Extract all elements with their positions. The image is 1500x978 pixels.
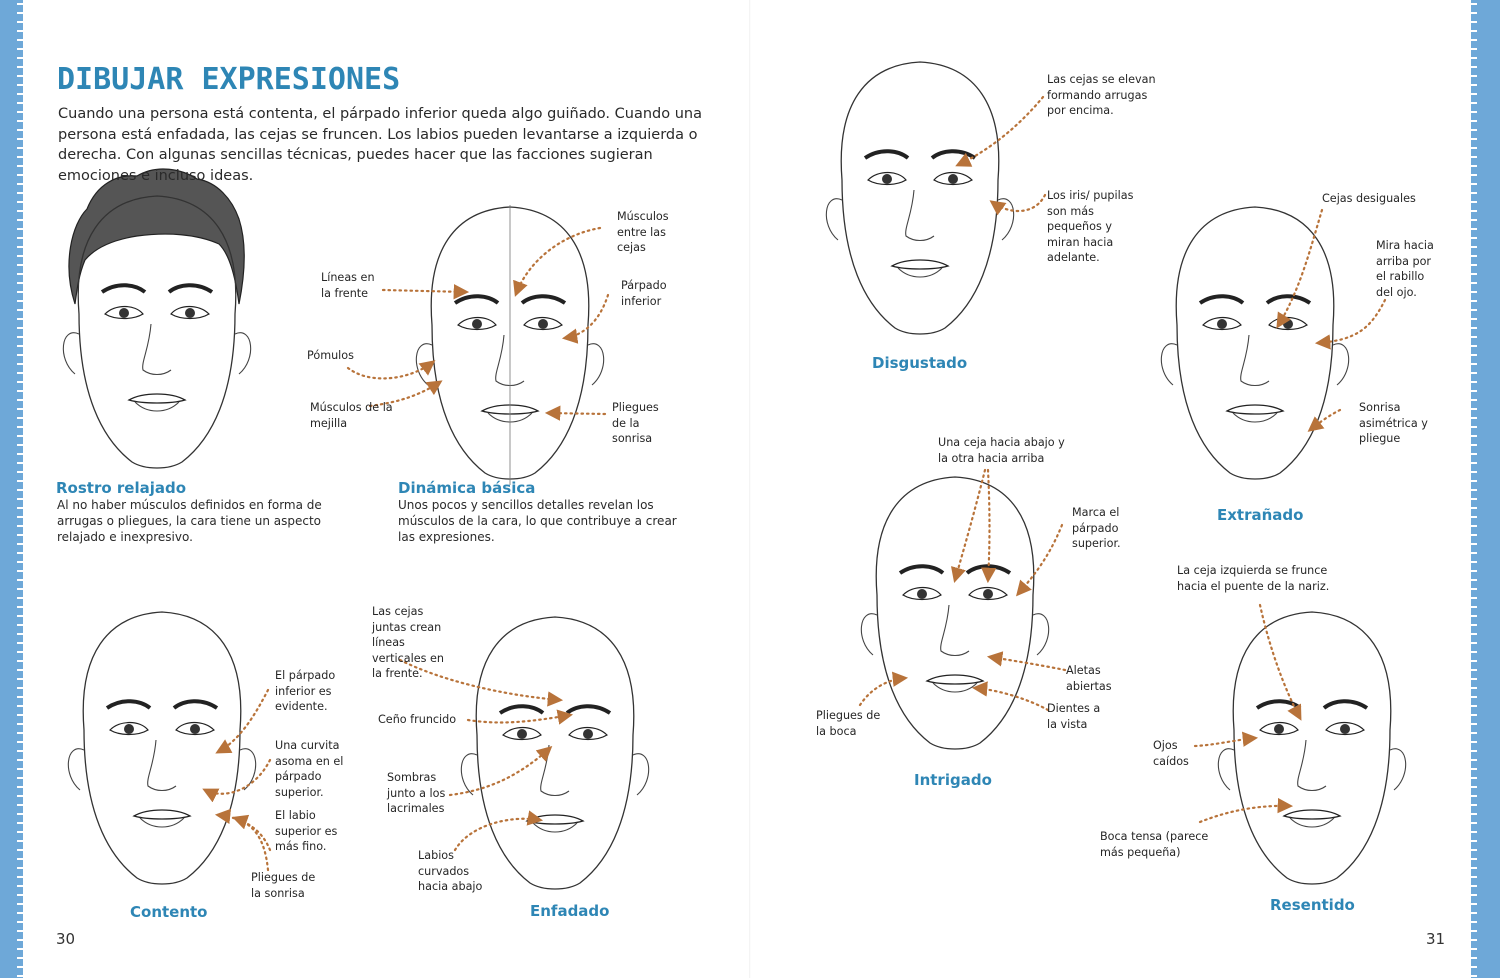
caption-intrigado: Intrigado	[914, 771, 992, 789]
caption-disgustado: Disgustado	[872, 354, 968, 372]
page-number-left: 30	[56, 930, 76, 948]
caption-extranado: Extrañado	[1217, 506, 1304, 524]
label-pliegues-sonrisa: Pliegues de la sonrisa	[612, 401, 659, 445]
page-gutter	[749, 0, 751, 978]
face-contento	[66, 610, 258, 886]
label-aletas: Aletas abiertas	[1066, 664, 1112, 693]
face-intrigado	[859, 475, 1051, 751]
label-labio-fino: El labio superior es más fino.	[275, 809, 338, 853]
face-resentido	[1216, 610, 1408, 886]
label-sombras: Sombras junto a los lacrimales	[387, 771, 446, 815]
desc-dinamica-basica: Unos pocos y sencillos detalles revelan …	[398, 498, 677, 544]
label-pliegues-contento: Pliegues de la sonrisa	[251, 871, 316, 900]
caption-enfadado: Enfadado	[530, 902, 610, 920]
intro-paragraph: Cuando una persona está contenta, el pár…	[58, 106, 702, 184]
label-cejas-juntas: Las cejas juntas crean líneas verticales…	[372, 605, 444, 680]
label-musculos-mejilla: Músculos de la mejilla	[310, 401, 393, 430]
caption-resentido: Resentido	[1270, 896, 1355, 914]
label-pliegues-boca: Pliegues de la boca	[816, 709, 881, 738]
desc-rostro-relajado: Al no haber músculos definidos en forma …	[57, 498, 322, 544]
face-relajado	[61, 168, 253, 470]
label-boca-tensa: Boca tensa (parece más pequeña)	[1100, 830, 1209, 859]
label-parpado-inferior: Párpado inferior	[621, 279, 667, 308]
label-musculos-cejas: Músculos entre las cejas	[617, 210, 669, 254]
label-arrows	[202, 95, 1387, 872]
label-iris: Los iris/ pupilas son más pequeños y mir…	[1047, 189, 1134, 264]
label-ojos-caidos: Ojos caídos	[1153, 739, 1189, 768]
label-cejas-elevan: Las cejas se elevan formando arrugas por…	[1047, 73, 1156, 117]
label-ceja-izquierda: La ceja izquierda se frunce hacia el pue…	[1177, 564, 1330, 593]
label-dientes: Dientes a la vista	[1047, 702, 1101, 731]
label-sonrisa-asimetrica: Sonrisa asimétrica y pliegue	[1359, 401, 1428, 445]
label-marca-parpado: Marca el párpado superior.	[1072, 506, 1121, 550]
caption-contento: Contento	[130, 903, 208, 921]
caption-rostro-relajado: Rostro relajado	[56, 479, 187, 497]
label-mira-arriba: Mira hacia arriba por el rabillo del ojo…	[1376, 239, 1434, 299]
label-parpado-evidente: El párpado inferior es evidente.	[275, 669, 336, 713]
page-title: DIBUJAR EXPRESIONES	[57, 62, 401, 97]
right-page-border	[1471, 0, 1500, 978]
face-disgustado	[824, 60, 1016, 336]
label-pomulos: Pómulos	[307, 349, 354, 362]
face-dinamica	[414, 205, 606, 485]
label-cejas-desiguales: Cejas desiguales	[1322, 192, 1416, 205]
label-lineas-frente: Líneas en la frente	[321, 271, 375, 300]
page-number-right: 31	[1426, 930, 1446, 948]
caption-dinamica-basica: Dinámica básica	[398, 479, 536, 497]
left-page-border	[0, 0, 23, 978]
label-labios-abajo: Labios curvados hacia abajo	[418, 849, 483, 893]
label-ceno-fruncido: Ceño fruncido	[378, 713, 457, 726]
label-una-ceja: Una ceja hacia abajo y la otra hacia arr…	[938, 436, 1065, 465]
label-curvita: Una curvita asoma en el párpado superior…	[275, 739, 344, 799]
